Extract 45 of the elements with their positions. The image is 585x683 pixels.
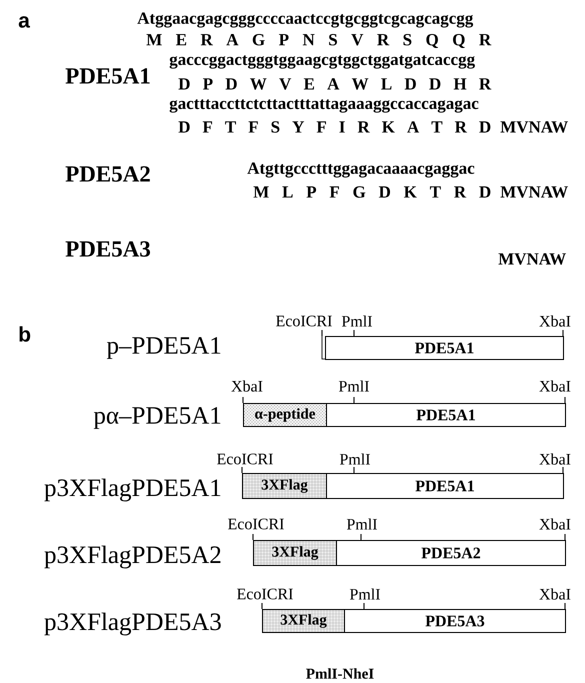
nucleotide-sequence: gacccggactgggtggaagcgtggctggatgatcaccgg (170, 55, 475, 69)
nucleotide-sequence: Atggaacgagcgggccccaactccgtgcggtcgcagcagcgg (137, 12, 474, 28)
peptide-segment: α-peptide (243, 403, 327, 427)
amino-acid-sequence: MVNAW (498, 253, 566, 265)
nucleotide-sequence: gactttaccttctcttactttattagaaaggccaccagagac (170, 99, 478, 113)
gene-label: PDE5A1 (66, 68, 150, 84)
restriction-site-label: XbaI (539, 588, 570, 600)
restriction-site-label: XbaI (231, 380, 262, 392)
restriction-site-label: EcoICRI (217, 454, 273, 464)
gene-label: PDE5A2 (66, 166, 150, 182)
insert-segment: PDE5A1 (326, 403, 566, 427)
amino-acid-sequence: MVNAW (500, 186, 568, 198)
panel-letter: a (18, 16, 30, 28)
restriction-site-label: XbaI (539, 380, 570, 392)
construct-name: p3XFlagPDE5A3 (44, 612, 221, 636)
nucleotide-sequence: Atgttgccctttggagacaaaacgaggac (247, 162, 474, 178)
insert-segment: PDE5A1 (325, 336, 564, 360)
amino-acid-sequence: M L P F G D K T R D (254, 186, 490, 198)
restriction-site-label: EcoICRI (237, 588, 293, 600)
panel-letter: b (20, 326, 30, 342)
tag-segment: 3XFlag (253, 540, 337, 566)
insert-segment: PDE5A1 (326, 473, 564, 499)
restriction-site-label: XbaI (539, 518, 570, 530)
construct-name: pα–PDE5A1 (94, 407, 220, 429)
amino-acid-sequence: MVNAW (500, 121, 568, 133)
construct-name: p–PDE5A1 (106, 337, 220, 359)
insert-segment: PDE5A3 (344, 609, 566, 633)
amino-acid-sequence: D F T F S Y F I R K A T R D (178, 121, 490, 133)
restriction-site-label: XbaI (539, 315, 570, 327)
restriction-site-label: EcoICRI (228, 518, 284, 530)
restriction-site-label: PmlI (350, 588, 380, 600)
gene-label: PDE5A3 (66, 241, 150, 257)
tag-segment: 3XFlag (262, 609, 345, 633)
amino-acid-sequence: M E R A G P N S V R S Q Q R (146, 34, 492, 48)
restriction-site-label: EcoICRI (276, 316, 332, 326)
insert-segment: PDE5A2 (336, 540, 566, 566)
construct-name: p3XFlagPDE5A1 (44, 478, 220, 502)
restriction-site-label: PmlI (346, 518, 377, 530)
restriction-site-label: PmlI-NheI (306, 668, 374, 679)
restriction-site-label: PmlI (338, 380, 369, 392)
tag-segment: 3XFlag (242, 473, 327, 499)
restriction-site-label: PmlI (340, 453, 370, 465)
construct-name: p3XFlagPDE5A2 (44, 546, 220, 568)
restriction-site-label: XbaI (539, 453, 570, 465)
amino-acid-sequence: D P D W V E A W L D D H R (178, 78, 492, 90)
